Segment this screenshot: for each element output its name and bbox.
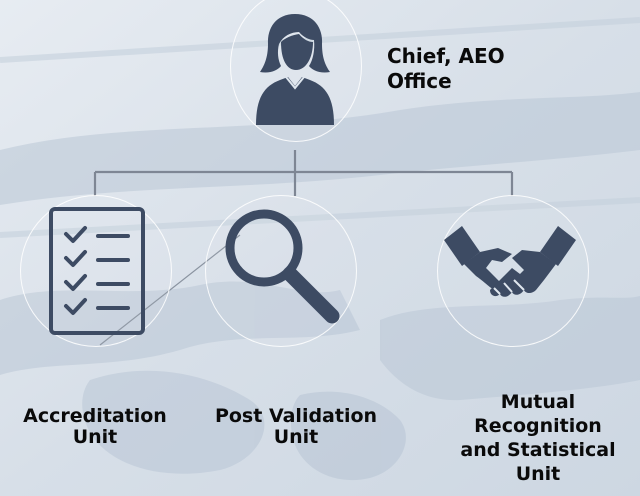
- chief-title: Chief, AEO Office: [387, 44, 557, 94]
- accreditation-label: Accreditation Unit: [0, 406, 190, 448]
- post-validation-label-line2: Unit: [273, 426, 319, 448]
- mutual-recognition-label-line4: Unit: [515, 463, 561, 485]
- chief-title-line2: Office: [387, 69, 452, 93]
- magnifier-icon: [225, 209, 340, 324]
- post-validation-label-line1: Post Validation: [214, 405, 378, 427]
- checklist-icon: [49, 207, 145, 335]
- mutual-recognition-label: Mutual Recognition and Statistical Unit: [436, 390, 640, 486]
- accreditation-node-circle: [20, 195, 172, 347]
- accreditation-label-line1: Accreditation: [23, 405, 167, 427]
- person-icon: [256, 14, 334, 125]
- post-validation-label: Post Validation Unit: [192, 406, 400, 448]
- mutual-recognition-label-line1: Mutual: [500, 391, 576, 413]
- handshake-icon: [444, 226, 576, 297]
- accreditation-label-line2: Unit: [72, 426, 118, 448]
- mutual-recognition-label-line2: Recognition: [474, 415, 602, 437]
- mutual-recognition-label-line3: and Statistical: [460, 439, 616, 461]
- chief-title-line1: Chief, AEO: [387, 44, 505, 68]
